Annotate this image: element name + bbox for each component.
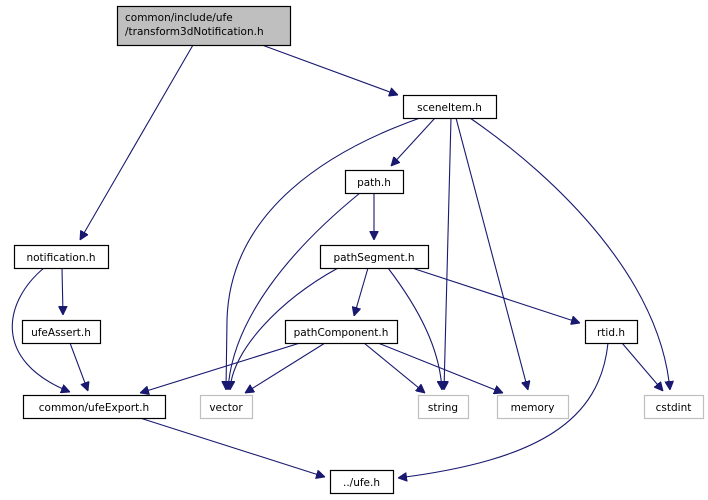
node-box bbox=[116, 5, 292, 47]
edge-path-to-vector bbox=[228, 192, 361, 390]
node-box bbox=[13, 244, 110, 270]
edges-layer bbox=[11, 44, 670, 478]
node-label: string bbox=[428, 402, 458, 414]
node-root[interactable]: common/include/ufe/transform3dNotificati… bbox=[116, 5, 292, 47]
node-box bbox=[402, 94, 498, 120]
edge-notification-to-ufeExport bbox=[11, 267, 70, 392]
node-box bbox=[496, 394, 570, 420]
node-box bbox=[319, 244, 430, 270]
edge-sceneItem-to-path bbox=[391, 117, 436, 166]
node-memory: memory bbox=[496, 394, 570, 420]
node-path[interactable]: path.h bbox=[344, 169, 405, 195]
node-rtid[interactable]: rtid.h bbox=[584, 319, 639, 345]
edge-sceneItem-to-vector bbox=[226, 117, 421, 390]
edge-rtid-to-cstdint bbox=[621, 342, 663, 391]
nodes-layer: common/include/ufe/transform3dNotificati… bbox=[13, 5, 705, 495]
node-label: sceneItem.h bbox=[417, 102, 482, 114]
node-box bbox=[584, 319, 639, 345]
node-box bbox=[643, 394, 705, 420]
edge-root-to-notification bbox=[80, 44, 194, 240]
node-label: cstdint bbox=[656, 402, 692, 414]
node-label: notification.h bbox=[26, 252, 95, 264]
node-box bbox=[329, 469, 395, 495]
node-ufeExport[interactable]: common/ufeExport.h bbox=[22, 394, 167, 420]
edge-sceneItem-to-string bbox=[444, 117, 452, 390]
edge-ufeAssert-to-ufeExport bbox=[69, 342, 88, 391]
edge-pathComponent-to-ufeExport bbox=[140, 342, 301, 393]
edge-pathSegment-to-vector bbox=[230, 267, 339, 390]
node-ufe[interactable]: ../ufe.h bbox=[329, 469, 395, 495]
node-label: vector bbox=[209, 402, 243, 414]
node-cstdint: cstdint bbox=[643, 394, 705, 420]
node-notification[interactable]: notification.h bbox=[13, 244, 110, 270]
node-box bbox=[21, 319, 102, 345]
edge-pathComponent-to-vector bbox=[245, 342, 326, 393]
node-label: path.h bbox=[357, 177, 391, 189]
node-string: string bbox=[417, 394, 470, 420]
edge-notification-to-ufeAssert bbox=[62, 267, 63, 315]
node-box bbox=[199, 394, 254, 420]
node-label: pathComponent.h bbox=[294, 327, 389, 339]
node-label: memory bbox=[511, 402, 555, 414]
node-label: common/ufeExport.h bbox=[39, 402, 149, 414]
edge-pathComponent-to-memory bbox=[377, 342, 503, 393]
edge-pathComponent-to-string bbox=[363, 342, 425, 393]
node-box bbox=[284, 319, 399, 345]
edge-pathSegment-to-pathComponent bbox=[354, 267, 369, 316]
edge-pathSegment-to-string bbox=[387, 267, 442, 390]
node-box bbox=[22, 394, 167, 420]
edge-rtid-to-ufe bbox=[398, 342, 609, 478]
node-label: ../ufe.h bbox=[343, 477, 380, 489]
node-label: /transform3dNotification.h bbox=[125, 26, 264, 38]
edge-sceneItem-to-memory bbox=[455, 117, 528, 390]
node-vector: vector bbox=[199, 394, 254, 420]
node-pathComponent[interactable]: pathComponent.h bbox=[284, 319, 399, 345]
node-label: ufeAssert.h bbox=[31, 327, 91, 339]
node-label: pathSegment.h bbox=[333, 252, 414, 264]
edge-root-to-sceneItem bbox=[261, 44, 398, 95]
node-sceneItem[interactable]: sceneItem.h bbox=[402, 94, 498, 120]
node-label: rtid.h bbox=[597, 327, 625, 339]
node-box bbox=[344, 169, 405, 195]
node-box bbox=[417, 394, 470, 420]
node-ufeAssert[interactable]: ufeAssert.h bbox=[21, 319, 102, 345]
node-pathSegment[interactable]: pathSegment.h bbox=[319, 244, 430, 270]
node-label: common/include/ufe bbox=[125, 12, 233, 24]
edge-sceneItem-to-cstdint bbox=[469, 117, 670, 390]
edge-ufeExport-to-ufe bbox=[139, 417, 325, 477]
edge-pathSegment-to-rtid bbox=[411, 267, 580, 323]
